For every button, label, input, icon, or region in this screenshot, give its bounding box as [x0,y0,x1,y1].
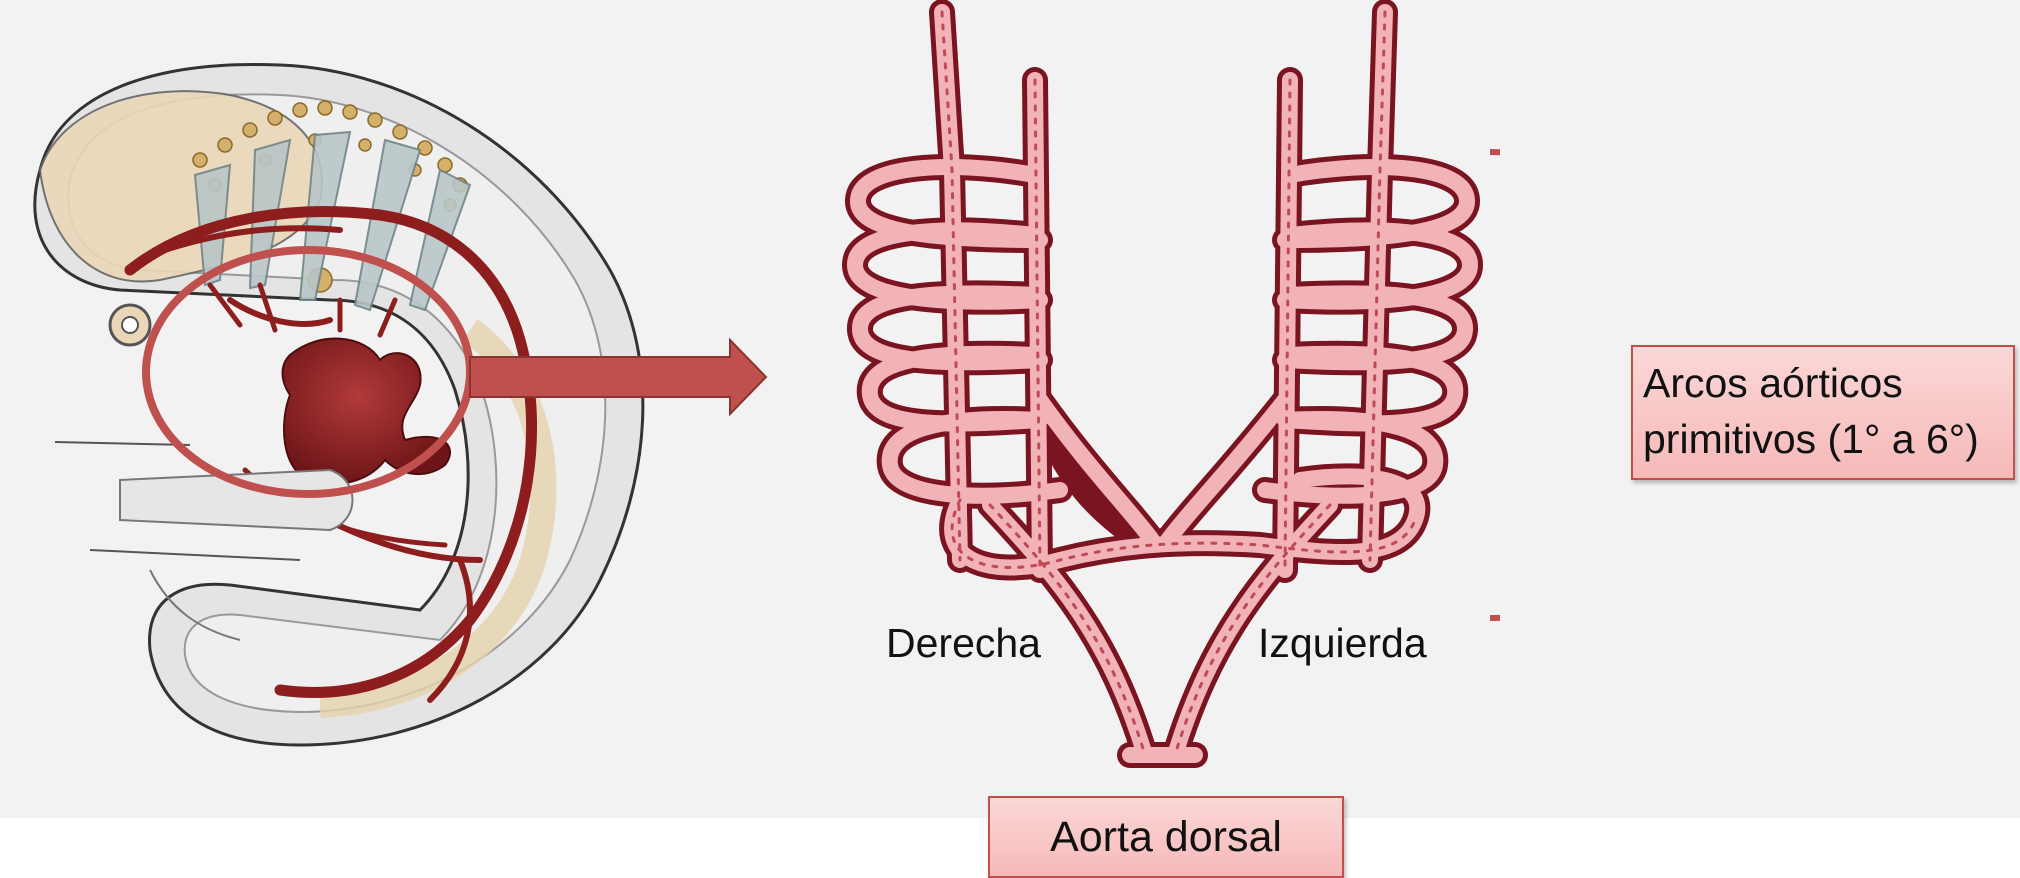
aortic-arches-label-box: Arcos aórticos primitivos (1° a 6°) [1631,345,2015,480]
label-right-side: Derecha [886,620,1041,667]
aortic-arches-diagram [0,0,1500,800]
dorsal-aorta-label-box: Aorta dorsal [988,796,1344,878]
aortic-arches-label-line1: Arcos aórticos [1643,355,2013,411]
aortic-arches-label-line2: primitivos (1° a 6°) [1643,411,2013,467]
label-left-side: Izquierda [1258,620,1427,667]
bracket-icon [1490,152,1500,618]
